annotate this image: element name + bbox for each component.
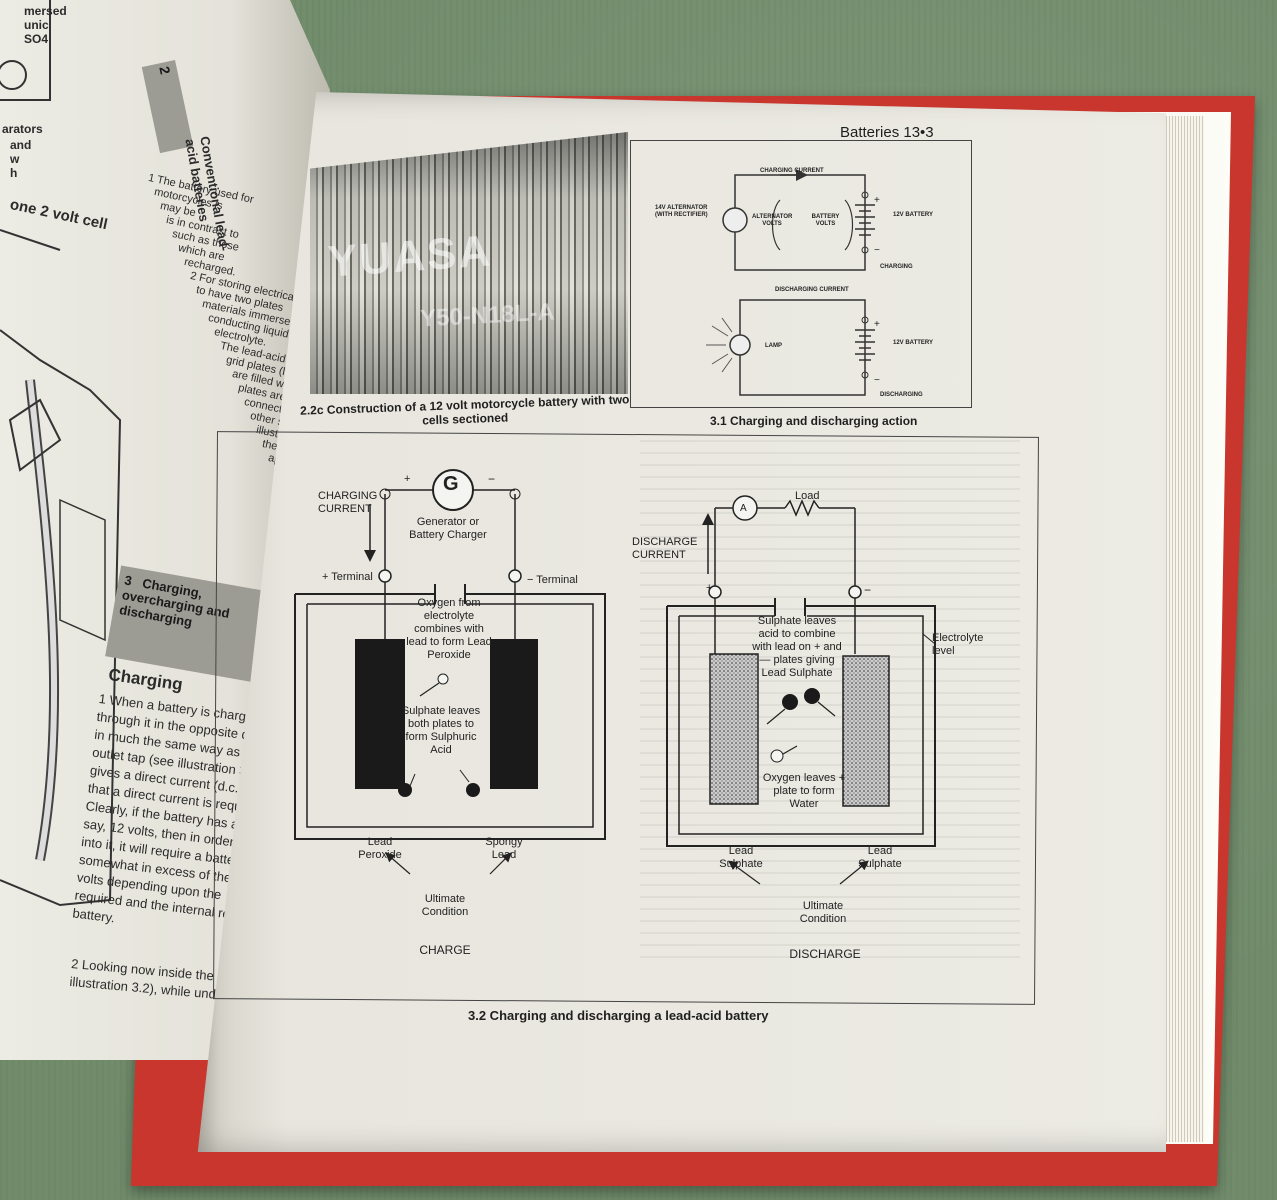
plus-sign-2: + (874, 319, 880, 330)
figure-3-2-caption: 3.2 Charging and discharging a lead-acid… (468, 1008, 769, 1023)
lead-sulphate-left-label: Lead Sulphate (719, 845, 763, 870)
plus-terminal-label: + Terminal (322, 571, 373, 583)
charge-title: CHARGE (419, 943, 471, 957)
section-2-number: 2 (156, 64, 174, 76)
battery-12v-label: 12V BATTERY (893, 212, 934, 218)
fragment: SO4 (24, 32, 49, 46)
page-block-edge (1160, 116, 1204, 1142)
oxygen-note-charge: Oxygen from electrolyte combines with le… (406, 597, 492, 661)
charging-label: CHARGING (880, 264, 913, 270)
battery-12v-label-2: 12V BATTERY (893, 340, 934, 346)
figure-3-1-circuits (706, 169, 875, 396)
oxygen-note-discharge: Oxygen leaves + plate to form Water (762, 772, 846, 810)
battery-cutaway-drawing (0, 0, 122, 907)
electrolyte-level-label: Electrolyte level (932, 632, 984, 657)
lead-peroxide-label: Lead Peroxide (358, 836, 402, 861)
figure-3-1-box (630, 140, 972, 408)
discharging-current-label: DISCHARGING CURRENT (775, 287, 849, 293)
lamp-label: LAMP (765, 343, 782, 349)
generator-symbol: G (443, 473, 459, 495)
charge-plus-sign: + (404, 473, 411, 485)
lead-sulphate-right-label: Lead Sulphate (858, 845, 902, 870)
battery-volts-label: BATTERY VOLTS (811, 214, 840, 227)
fragment: and (10, 138, 32, 152)
discharging-label: DISCHARGING (880, 392, 923, 398)
alternator-label: 14V ALTERNATOR (WITH RECTIFIER) (655, 205, 708, 218)
spongy-lead-label: Spongy Lead (485, 836, 523, 861)
charging-current-label-2: CHARGING CURRENT (318, 490, 378, 515)
fragment: w (10, 152, 20, 166)
running-header: Batteries 13•3 (840, 124, 934, 141)
sulphate-note-charge: Sulphate leaves both plates to form Sulp… (401, 705, 481, 756)
charge-minus-sign: − (488, 472, 496, 486)
show-through-text (640, 440, 1020, 960)
alternator-volts-label: ALTERNATOR VOLTS (752, 214, 793, 227)
minus-terminal-label: − Terminal (527, 574, 578, 586)
discharge-current-label: DISCHARGE CURRENT (632, 536, 698, 561)
ammeter-symbol: A (740, 503, 747, 514)
discharge-title: DISCHARGE (789, 947, 861, 961)
discharge-minus-sign: − (864, 583, 872, 597)
section-3-number: 3 (123, 572, 134, 589)
figure-3-2-diagram (294, 469, 936, 885)
figure-3-1-caption: 3.1 Charging and discharging action (710, 414, 918, 428)
discharge-plus-sign: + (706, 582, 713, 594)
ultimate-condition-discharge: Ultimate Condition (799, 900, 847, 925)
section-3-title: Charging, overcharging and discharging (118, 575, 231, 630)
fragment: arators (2, 122, 43, 136)
fragment: h (10, 166, 18, 180)
minus-sign-2: − (874, 375, 880, 386)
fragment: mersed (24, 4, 67, 18)
charging-current-label: CHARGING CURRENT (760, 168, 824, 174)
minus-sign: − (874, 245, 880, 256)
fragment: unic (24, 18, 49, 32)
ultimate-condition-charge: Ultimate Condition (421, 893, 469, 918)
sulphate-note-discharge: Sulphate leaves acid to combine with lea… (752, 615, 842, 679)
load-label: Load (795, 490, 820, 502)
plus-sign: + (874, 195, 880, 206)
generator-label: Generator or Battery Charger (409, 516, 487, 541)
photo-shading (310, 132, 628, 394)
battery-photo: YUASA Y50-N18L-A (310, 132, 628, 394)
